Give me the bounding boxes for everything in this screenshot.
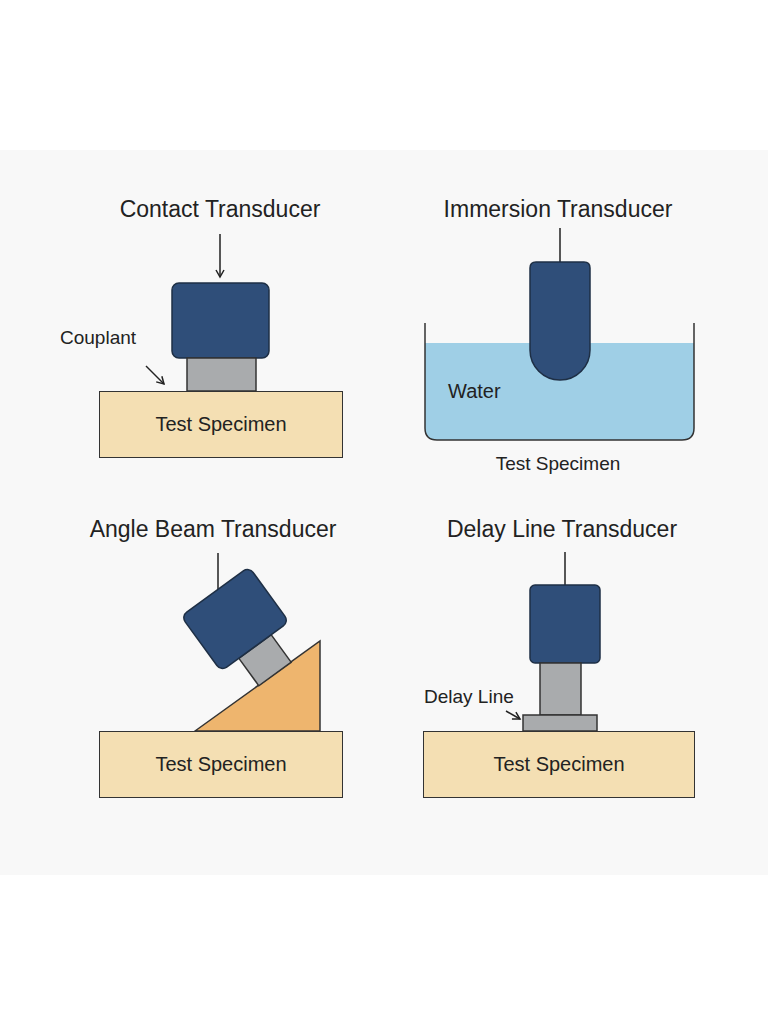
- panel-title: Contact Transducer: [120, 196, 321, 222]
- background-band: [0, 150, 768, 875]
- panel-title: Delay Line Transducer: [447, 516, 677, 542]
- transducer-body: [172, 283, 269, 358]
- transducer-body: [530, 262, 590, 380]
- part-label: Delay Line: [424, 686, 514, 708]
- specimen-block: Test Specimen: [423, 731, 695, 798]
- cable: [564, 552, 566, 585]
- node-text: Water: [448, 380, 501, 403]
- transducer-body: [530, 585, 600, 663]
- leader-arrow: [146, 366, 164, 384]
- pointer-arrow: [219, 234, 221, 277]
- delay-line: [523, 715, 597, 731]
- angle-transducer: [181, 567, 309, 699]
- leader-arrow: [506, 711, 520, 719]
- node-text: Test Specimen: [493, 753, 624, 776]
- couplant-layer: [187, 358, 256, 391]
- specimen-block: Test Specimen: [99, 731, 343, 798]
- part-label: Test Specimen: [496, 453, 621, 475]
- panel-title: Angle Beam Transducer: [90, 516, 337, 542]
- node-text: Test Specimen: [155, 413, 286, 436]
- panel-title: Immersion Transducer: [444, 196, 673, 222]
- water-region: Water: [426, 344, 693, 439]
- transducer-neck: [540, 663, 581, 715]
- cable: [559, 228, 561, 262]
- specimen-block: Test Specimen: [99, 391, 343, 458]
- node-text: Test Specimen: [155, 753, 286, 776]
- part-label: Couplant: [60, 327, 136, 349]
